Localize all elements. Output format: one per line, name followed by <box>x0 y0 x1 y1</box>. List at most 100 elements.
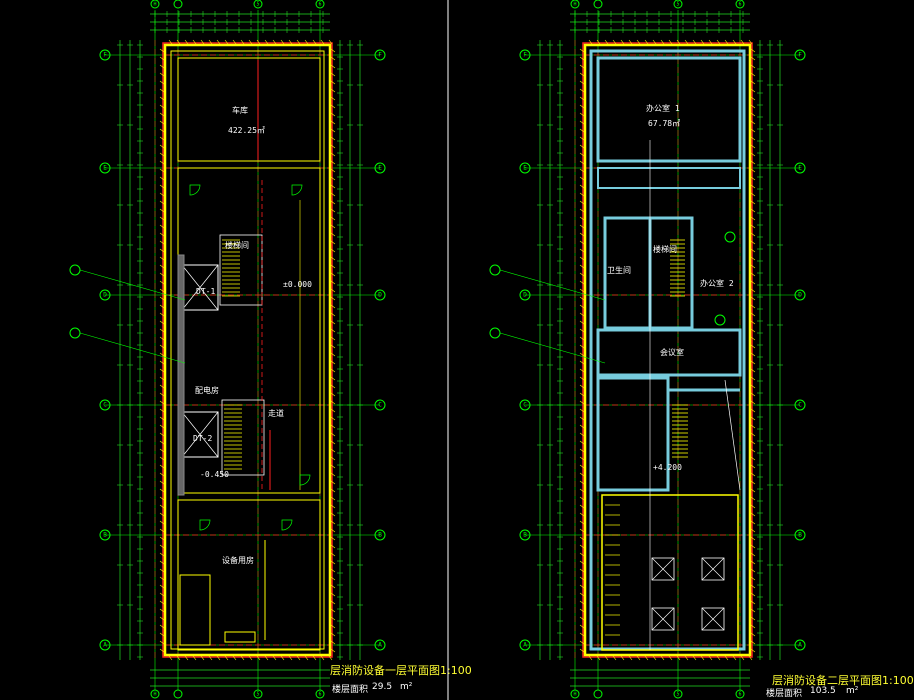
wall-hatch <box>264 39 269 45</box>
wall-hatch <box>330 512 336 517</box>
wall-hatch <box>330 224 336 229</box>
right-room-1-area: 67.78㎡ <box>648 119 681 128</box>
wall-hatch <box>159 112 165 117</box>
wall-hatch <box>579 448 585 453</box>
grid-label: E <box>103 165 107 172</box>
wall-hatch <box>579 464 585 469</box>
grid-bubble <box>519 399 531 411</box>
grid-bubble <box>519 289 531 301</box>
room-lower-left <box>596 376 670 492</box>
wall-hatch <box>330 448 336 453</box>
wall-hatch <box>750 264 756 269</box>
fixture <box>224 631 256 643</box>
wall-hatch <box>579 328 585 333</box>
wall-hatch <box>200 655 205 661</box>
wall-hatch <box>159 272 165 277</box>
wall-hatch <box>330 280 336 285</box>
wall-hatch <box>330 272 336 277</box>
wall-hatch <box>159 568 165 573</box>
wall-hatch <box>288 39 293 45</box>
wall-hatch <box>750 144 756 149</box>
wall-hatch <box>328 39 333 45</box>
wall-hatch <box>579 424 585 429</box>
wall-hatch <box>159 48 165 53</box>
wall-hatch <box>750 336 756 341</box>
wall-hatch <box>620 39 625 45</box>
wall-hatch <box>159 608 165 613</box>
wall-hatch <box>750 600 756 605</box>
wall-hatch <box>330 72 336 77</box>
grid-label: 6 <box>318 2 321 8</box>
wall-hatch <box>159 352 165 357</box>
wall-hatch <box>750 424 756 429</box>
grid-bubble <box>794 289 806 301</box>
right-room-4: 会议室 <box>660 348 684 357</box>
grid-label: 5 <box>676 692 679 698</box>
wall-hatch <box>330 640 336 645</box>
wall-hatch <box>684 39 689 45</box>
wall-hatch <box>579 72 585 77</box>
wall-hatch <box>159 560 165 565</box>
wall-hatch <box>750 64 756 69</box>
wall-hatch <box>330 648 336 653</box>
wall-hatch <box>644 39 649 45</box>
wall-hatch <box>159 128 165 133</box>
wall-hatch <box>330 480 336 485</box>
wall-hatch <box>750 216 756 221</box>
wall-hatch <box>708 655 713 661</box>
wall-hatch <box>750 400 756 405</box>
grid-bubble <box>735 689 745 699</box>
wall-hatch <box>750 360 756 365</box>
wall-hatch <box>644 655 649 661</box>
wall-hatch <box>159 88 165 93</box>
grid-label: 6 <box>318 692 321 698</box>
wall-hatch <box>159 648 165 653</box>
grid-label: 6 <box>738 2 741 8</box>
wall-hatch <box>280 655 285 661</box>
wall-hatch <box>330 48 336 53</box>
wall-hatch <box>750 432 756 437</box>
wall-hatch <box>750 648 756 653</box>
left-room-1: 车库 <box>232 106 248 115</box>
wall-hatch <box>159 624 165 629</box>
grid-label: D <box>523 292 527 299</box>
outer-wall-red <box>582 42 753 658</box>
wall-hatch <box>304 655 309 661</box>
wall-hatch <box>330 392 336 397</box>
wall-hatch <box>330 216 336 221</box>
wall-hatch <box>636 655 641 661</box>
wall-hatch <box>330 472 336 477</box>
grid-bubble <box>99 399 111 411</box>
wall-hatch <box>330 376 336 381</box>
wall-hatch <box>750 288 756 293</box>
wall-hatch <box>750 176 756 181</box>
room-bottom <box>177 499 321 651</box>
wall-hatch <box>159 216 165 221</box>
grid-label: F <box>523 52 527 59</box>
wall-hatch <box>579 184 585 189</box>
wall-hatch <box>740 655 745 661</box>
wall-hatch <box>579 224 585 229</box>
wall-hatch <box>330 408 336 413</box>
wall-hatch <box>579 632 585 637</box>
inner-wall <box>170 50 325 650</box>
wall-hatch <box>159 640 165 645</box>
wall-hatch <box>596 655 601 661</box>
grid-label: E <box>378 165 382 172</box>
equipment-x <box>651 607 675 631</box>
wall-hatch <box>750 112 756 117</box>
wall-hatch <box>330 504 336 509</box>
wall-hatch <box>240 655 245 661</box>
door-swing <box>291 184 303 196</box>
grid-bubble <box>374 399 386 411</box>
wall-hatch <box>579 536 585 541</box>
wall-hatch <box>668 655 673 661</box>
wall-hatch <box>330 632 336 637</box>
wall-hatch <box>750 272 756 277</box>
wall-hatch <box>579 112 585 117</box>
wall-hatch <box>192 655 197 661</box>
wall-hatch <box>750 544 756 549</box>
wall-hatch <box>750 608 756 613</box>
wall-hatch <box>750 72 756 77</box>
